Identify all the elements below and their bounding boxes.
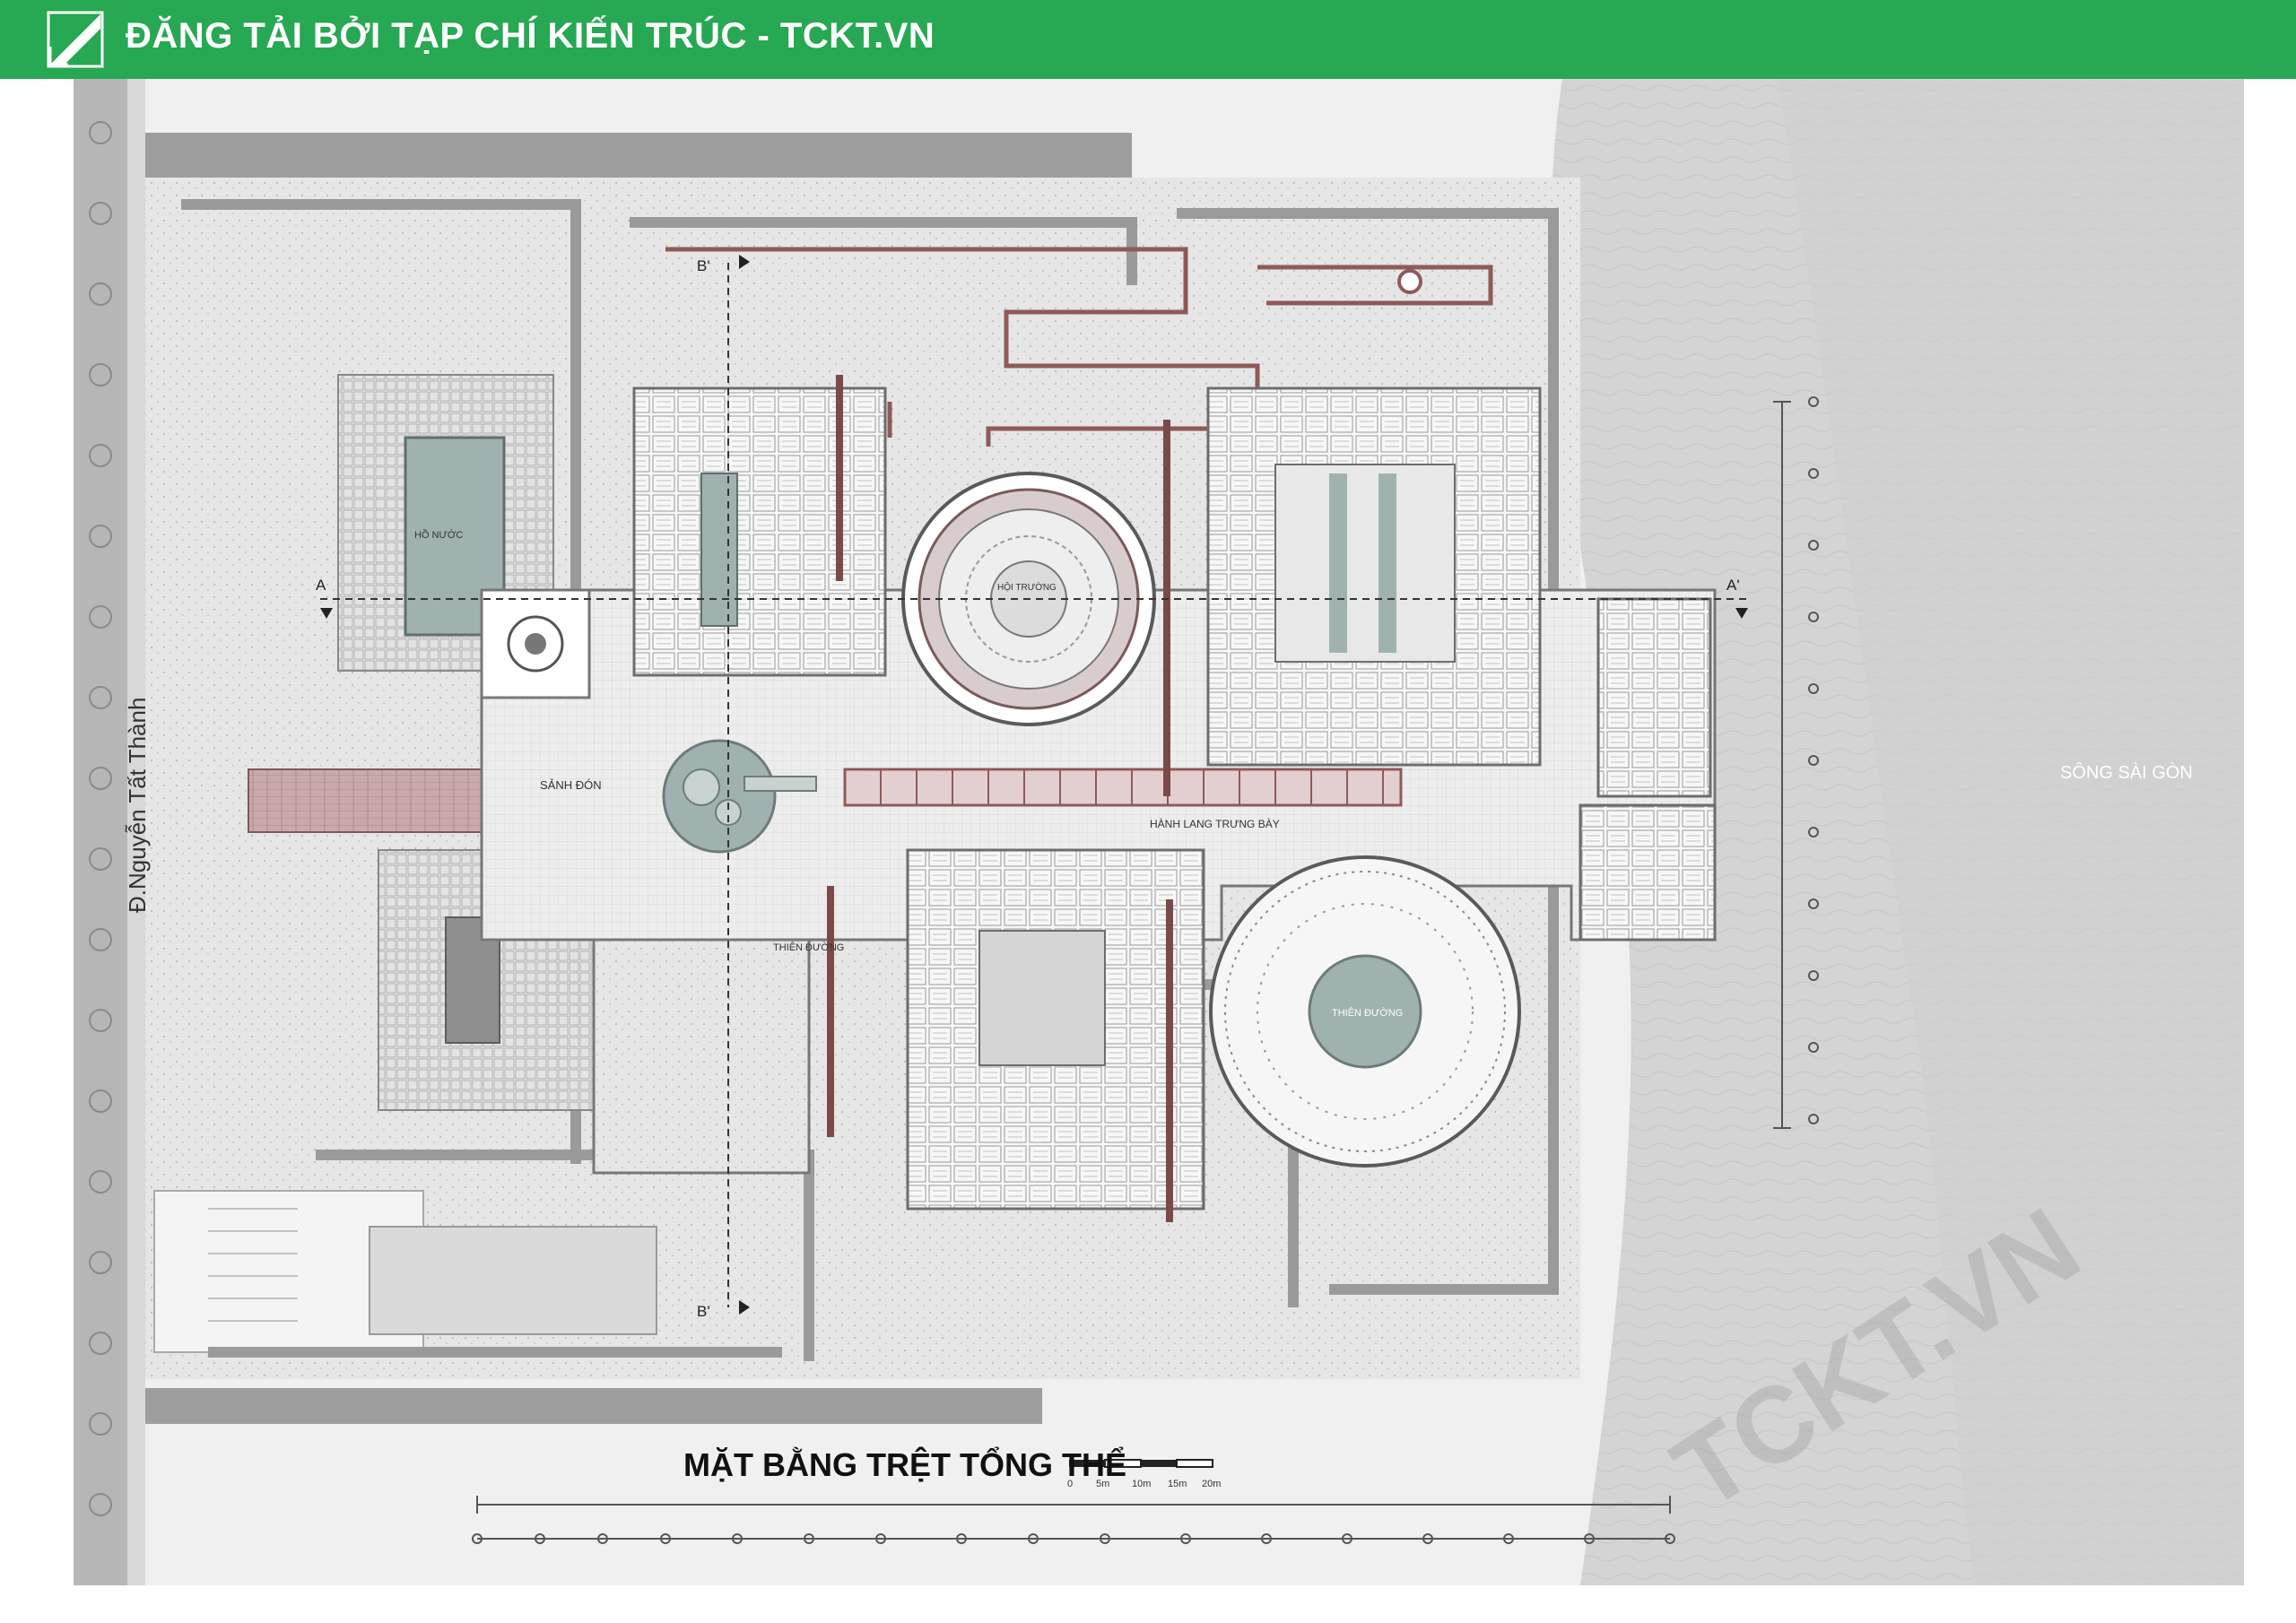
section-label-b-top: B': [697, 257, 710, 274]
grid-bubbles-right: [1808, 396, 1819, 1124]
ne-pool-1: [1329, 473, 1347, 653]
scale-label-15m: 15m: [1168, 1479, 1187, 1489]
scale-bar-labels: 0 5m 10m 15m 20m: [1067, 1479, 1221, 1489]
grid-bubbles-bottom: [472, 1533, 1675, 1544]
lobby-dome-center: [525, 633, 546, 655]
round-hall-ring-2: [1257, 903, 1474, 1120]
scale-label-20m: 20m: [1202, 1479, 1221, 1489]
gallery-bays: [880, 769, 1384, 805]
river-channel: [1778, 79, 2244, 1585]
dimension-line-right: [1773, 401, 1791, 1129]
east-south-wing: [1578, 803, 1717, 942]
label-paradise-round: THIÊN ĐƯỜNG: [1332, 1007, 1403, 1019]
banner-title: ĐĂNG TẢI BỞI TẠP CHÍ KIẾN TRÚC - TCKT.VN: [126, 16, 935, 56]
wall-blades: [827, 375, 1173, 1222]
label-river: SÔNG SÀI GÒN: [2060, 762, 2193, 783]
scale-label-5m: 5m: [1096, 1479, 1109, 1489]
tckt-logo-icon: [47, 11, 104, 68]
dimension-line-bottom: [476, 1496, 1671, 1540]
street-nguyen-tat-thanh: [74, 79, 127, 1585]
round-hall-pool: [1308, 954, 1422, 1069]
plan-title: MẶT BẰNG TRỆT TỔNG THỂ: [683, 1445, 1126, 1483]
fountain-basin-1: [683, 768, 720, 806]
fountain: [662, 739, 777, 854]
header-banner: ĐĂNG TẢI BỞI TẠP CHÍ KIẾN TRÚC - TCKT.VN: [0, 0, 2296, 79]
fountain-channel: [744, 776, 817, 792]
bus-parking: [369, 1226, 657, 1335]
site-plan-drawing: 0 5m 10m 15m 20m HỒ NƯỚC SẢNH ĐÓN HỘI TR…: [74, 79, 2244, 1585]
north-west-pool: [700, 473, 738, 627]
sculpture-marker: [1397, 269, 1422, 294]
fountain-basin-2: [715, 799, 742, 826]
label-lobby: SẢNH ĐÓN: [540, 778, 602, 792]
round-hall-ring-1: [1224, 871, 1506, 1152]
section-lines: [320, 263, 1751, 1307]
south-wing-garden: [978, 930, 1106, 1066]
section-label-b-bottom: B': [697, 1303, 710, 1320]
entry-bridge: [248, 768, 483, 833]
north-road: [145, 133, 1132, 178]
north-east-court: [1274, 464, 1456, 663]
label-gallery: HÀNH LANG TRƯNG BÀY: [1150, 817, 1280, 830]
section-label-a-left: A: [316, 577, 326, 594]
ne-pool-2: [1378, 473, 1396, 653]
north-west-wing: [632, 386, 887, 677]
lobby-dome-icon: [507, 615, 564, 673]
south-road: [145, 1388, 1042, 1424]
site-plan-sheet: 0 5m 10m 15m 20m HỒ NƯỚC SẢNH ĐÓN HỘI TR…: [74, 79, 2244, 1585]
street-trees: [89, 121, 112, 1516]
sidewalk: [127, 79, 145, 1585]
label-paradise-court: THIÊN ĐƯỜNG: [773, 942, 844, 953]
maroon-paths: [665, 247, 1493, 447]
scale-label-0: 0: [1067, 1479, 1073, 1489]
label-auditorium: HỘI TRƯỜNG: [997, 581, 1057, 593]
south-west-hall: [592, 938, 811, 1175]
section-arrows: [320, 255, 1748, 1315]
label-street: Đ.Nguyễn Tất Thành: [124, 698, 151, 913]
parking-stripes: [208, 1208, 298, 1322]
label-lake: HỒ NƯỚC: [414, 529, 463, 541]
scale-label-10m: 10m: [1132, 1479, 1151, 1489]
gallery-strip: [843, 768, 1403, 807]
scale-bar: [1069, 1459, 1213, 1468]
section-label-a-right: A': [1726, 577, 1740, 594]
east-wing: [1596, 597, 1712, 798]
